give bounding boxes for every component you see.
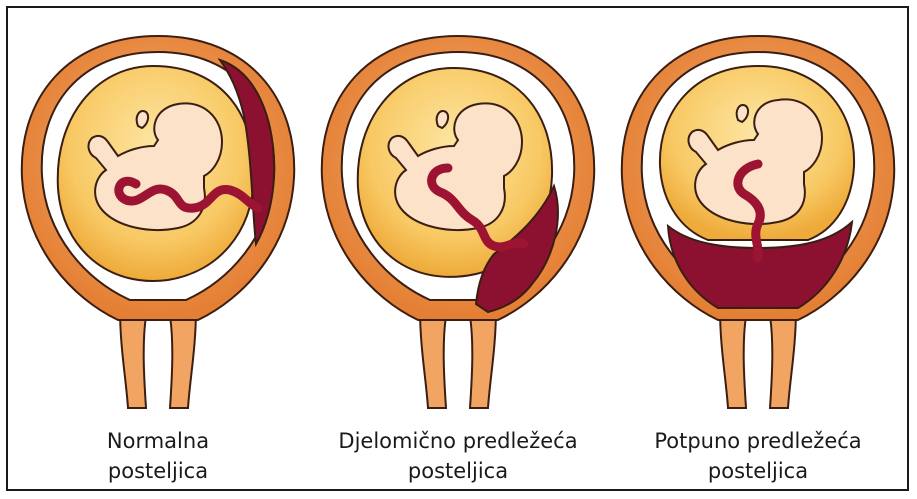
uterus-normal-illustration (8, 8, 308, 418)
caption-line2: posteljica (308, 456, 608, 486)
panel-partial-previa: Djelomično predležeća posteljica (308, 8, 608, 489)
caption-line2: posteljica (608, 456, 908, 486)
caption-line2: posteljica (8, 456, 308, 486)
diagram-frame: Normalna posteljica Djelomično predležeć… (6, 6, 909, 491)
cervix (120, 308, 196, 408)
caption-line1: Djelomično predležeća (308, 426, 608, 456)
cervix (420, 308, 496, 408)
panel-complete-previa: Potpuno predležeća posteljica (608, 8, 908, 489)
caption-complete: Potpuno predležeća posteljica (608, 426, 908, 486)
cervix (720, 308, 796, 408)
panel-normal-placenta: Normalna posteljica (8, 8, 308, 489)
caption-normal: Normalna posteljica (8, 426, 308, 486)
caption-line1: Potpuno predležeća (608, 426, 908, 456)
caption-line1: Normalna (8, 426, 308, 456)
uterus-complete-illustration (608, 8, 908, 418)
caption-partial: Djelomično predležeća posteljica (308, 426, 608, 486)
uterus-partial-illustration (308, 8, 608, 418)
